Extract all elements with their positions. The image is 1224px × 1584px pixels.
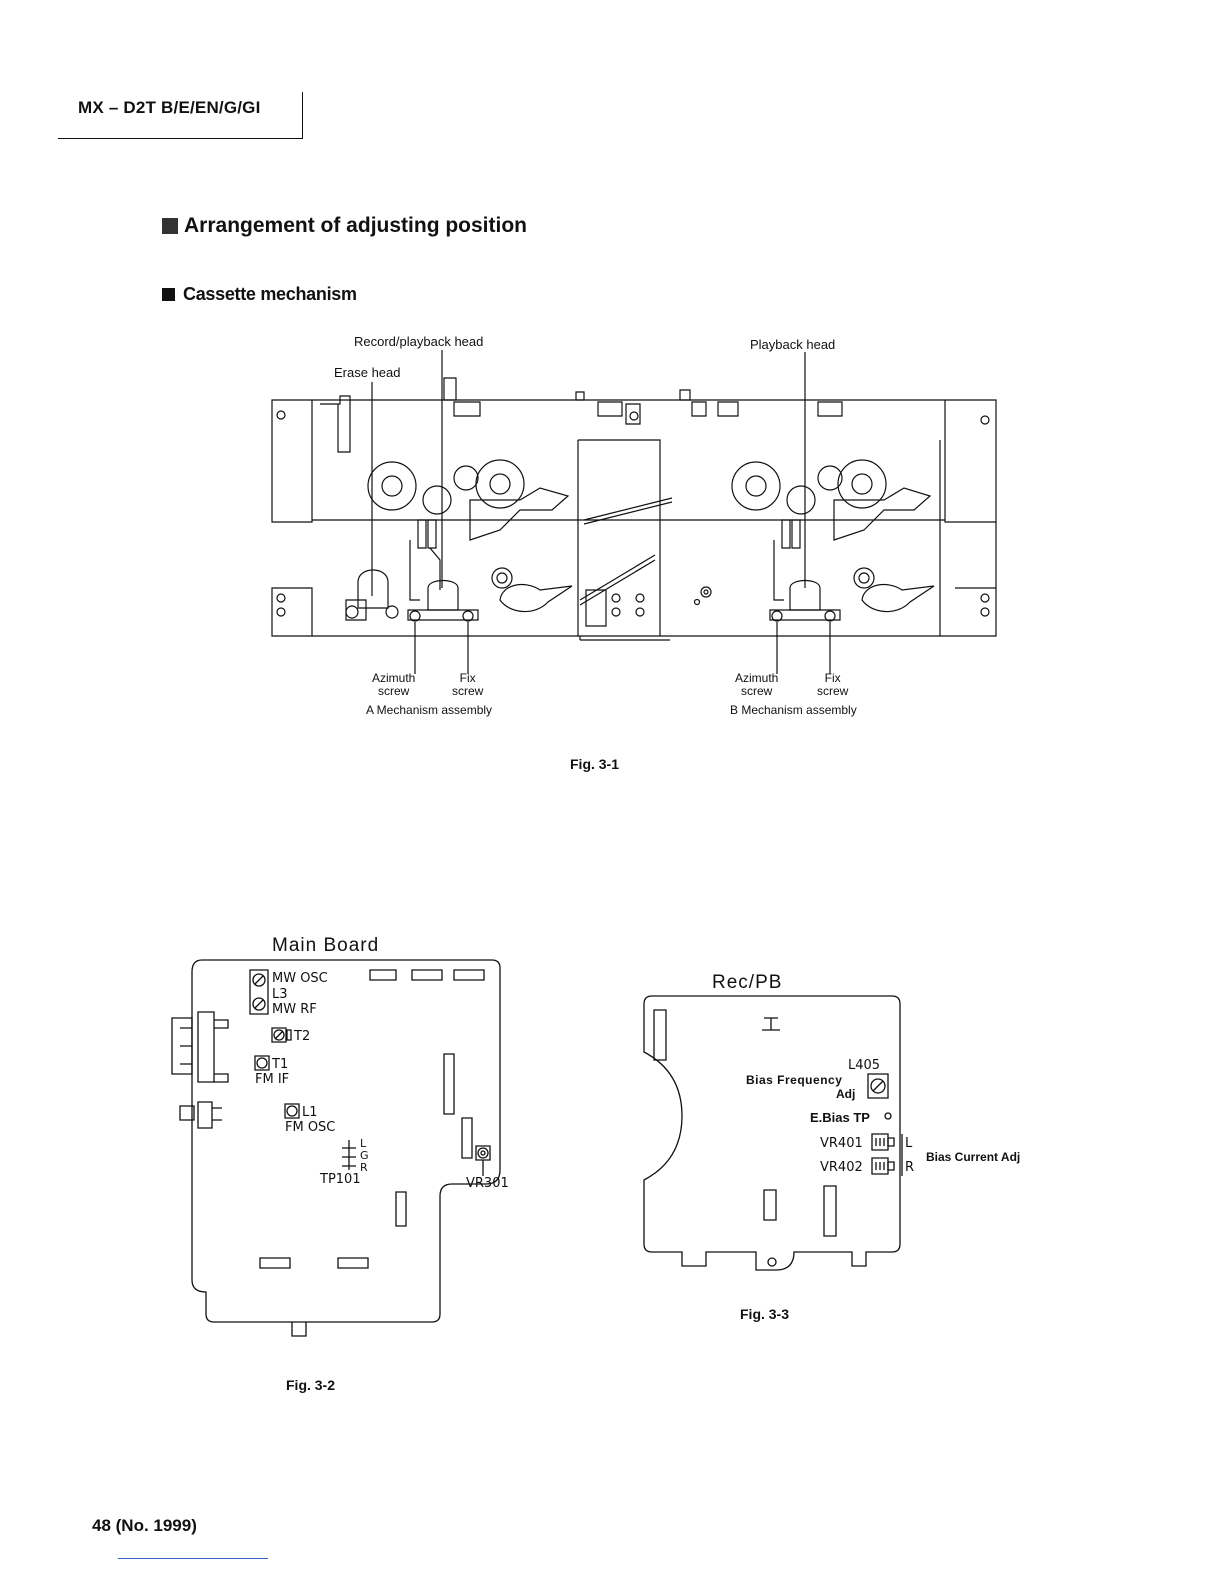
label-vr402: VR402 [820,1160,863,1175]
label-adj: Adj [836,1087,856,1101]
label-tp-l: L [360,1137,367,1150]
header-divider-horizontal [58,138,303,139]
main-board-title: Main Board [272,935,380,956]
section-title: Arrangement of adjusting position [162,214,527,238]
label-vr-r: R [905,1160,915,1175]
label-fm-osc: FM OSC [285,1120,336,1135]
label-tp-r: R [360,1161,368,1174]
label-b-mechanism-assembly: B Mechanism assembly [730,703,857,717]
subsection-title-text: Cassette mechanism [183,284,357,304]
label-t1: T1 [272,1057,289,1072]
cassette-mechanism-diagram [0,0,1224,760]
label-a-azimuth-screw: Azimuth screw [372,671,416,698]
bullet-square-icon [162,218,178,234]
figure-caption-3-1: Fig. 3-1 [570,756,620,772]
recpb-board-title: Rec/PB [712,972,783,993]
label-mw-rf: MW RF [272,1002,317,1017]
figure-caption-3-3: Fig. 3-3 [740,1306,790,1322]
label-tp101: TP101 [320,1172,361,1187]
label-fm-if: FM IF [255,1072,290,1087]
header-divider-vertical [302,92,303,138]
label-mw-osc: MW OSC [272,971,328,986]
page-number: 48 (No. 1999) [92,1516,197,1535]
model-header: MX – D2T B/E/EN/G/GI [78,98,261,117]
label-erase-head: Erase head [334,365,401,380]
label-a-fix-screw: Fix screw [452,671,484,698]
label-vr-l: L [905,1136,913,1151]
figure-caption-3-2: Fig. 3-2 [286,1377,336,1393]
label-b-fix-screw: Fix screw [817,671,849,698]
label-b-azimuth-screw: Azimuth screw [735,671,779,698]
label-tp-g: G [360,1149,369,1162]
label-l3: L3 [272,987,288,1002]
label-bias-current-adj: Bias Current Adj [926,1150,1021,1164]
section-title-text: Arrangement of adjusting position [184,214,528,237]
label-bias-frequency: Bias Frequency [746,1073,843,1087]
label-ebias-tp: E.Bias TP [810,1110,870,1125]
label-vr301: VR301 [466,1176,509,1191]
label-record-playback-head: Record/playback head [354,334,484,349]
subsection-title: Cassette mechanism [162,284,357,305]
label-l405: L405 [848,1058,881,1073]
label-vr401: VR401 [820,1136,863,1151]
label-l1: L1 [302,1105,318,1120]
label-playback-head: Playback head [750,337,836,352]
footer-rule [118,1558,268,1559]
label-a-mechanism-assembly: A Mechanism assembly [366,703,493,717]
label-t2: T2 [294,1029,311,1044]
bullet-square-icon [162,288,175,301]
